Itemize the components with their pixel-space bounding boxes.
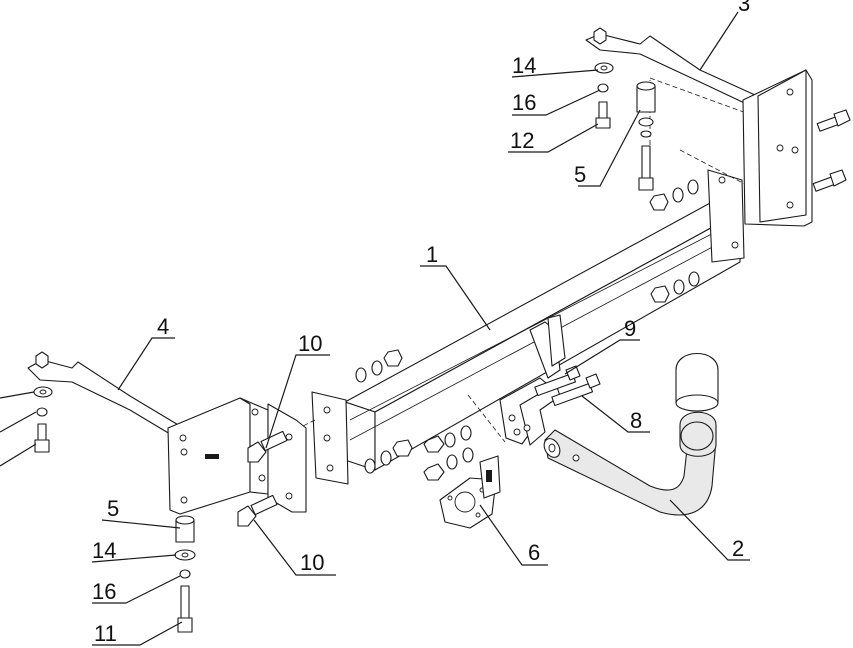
tow-ball-arm (543, 352, 719, 516)
left-reinforcement-plate (267, 403, 307, 513)
callout-16-bottom: 16 (92, 579, 116, 604)
bolt-8 (551, 373, 601, 407)
callout-10-top: 10 (298, 331, 322, 356)
callout-8: 8 (630, 408, 642, 433)
callout-1: 1 (426, 242, 438, 267)
callout-5-bottom: 5 (107, 496, 119, 521)
callout-4: 4 (157, 314, 169, 339)
spacer-bolt-top-right (636, 81, 656, 191)
right-side-bracket (585, 27, 813, 227)
callout-9: 9 (624, 316, 636, 341)
callout-11: 11 (94, 621, 117, 646)
callout-10-bottom: 10 (300, 550, 324, 575)
left-side-bracket (27, 351, 269, 515)
socket-plate (439, 455, 501, 529)
callout-5-top: 5 (574, 162, 586, 187)
alignment-line (467, 394, 506, 443)
callout-3: 3 (738, 0, 750, 16)
beam-nuts-left-top (355, 349, 403, 383)
bolt-10-top (247, 430, 288, 463)
bolt-10-bottom (237, 494, 278, 527)
beam-nuts-right-top (649, 179, 699, 211)
bolt-9 (534, 365, 581, 397)
callout-2: 2 (732, 536, 744, 561)
socket-fasteners (423, 425, 474, 481)
callout-14-top: 14 (512, 53, 536, 78)
fastener-stack-bottom-left (174, 515, 196, 633)
fastener-stack-top-right (594, 62, 614, 129)
beam-nuts-left-bottom (364, 439, 413, 474)
leader-lines (0, 11, 750, 646)
right-bracket-bolts (812, 109, 851, 192)
callout-12: 12 (510, 128, 534, 153)
callout-6: 6 (528, 540, 540, 565)
main-beam (311, 169, 745, 485)
alignment-line (649, 77, 761, 119)
callout-14-bottom: 14 (92, 538, 116, 563)
callout-16-top: 16 (512, 90, 536, 115)
fastener-stack-top-left (33, 386, 53, 453)
beam-nuts-right-bottom (650, 271, 700, 303)
